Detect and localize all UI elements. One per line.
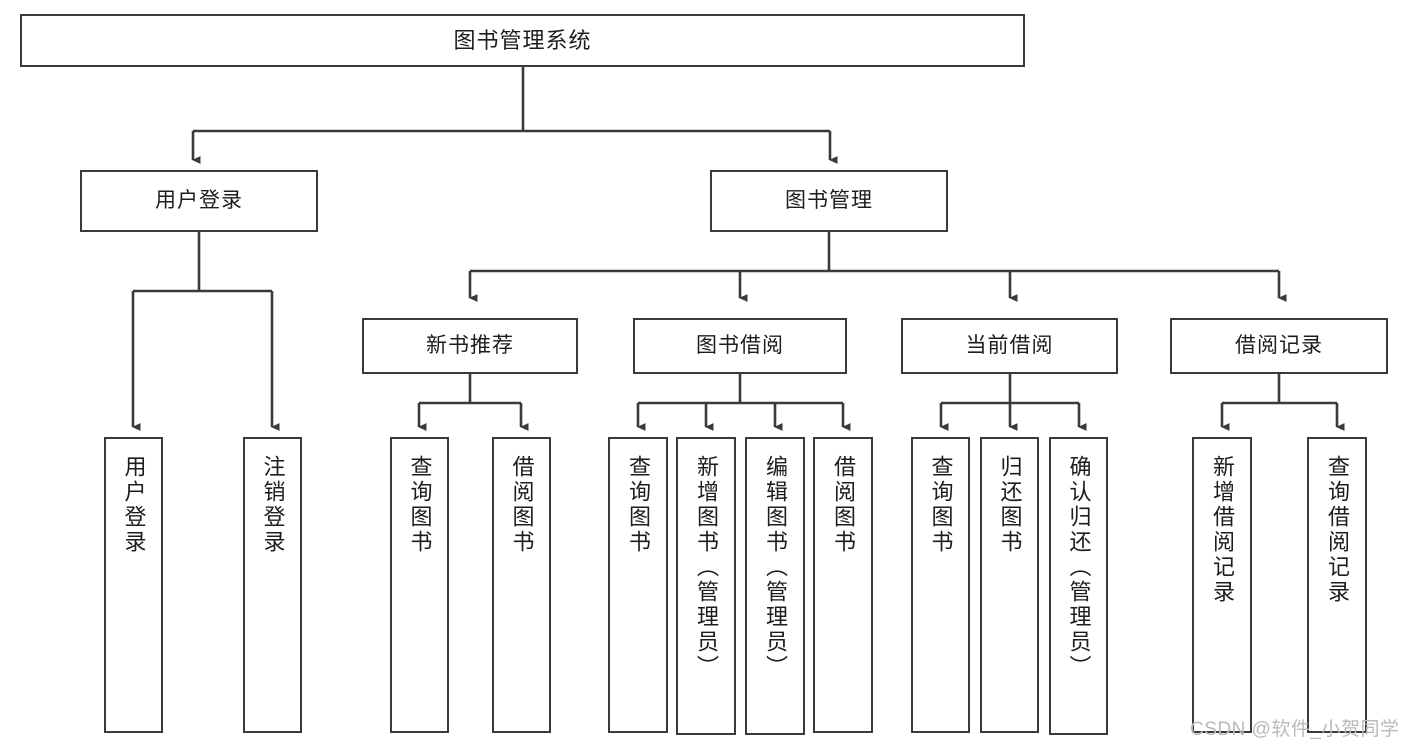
node-label: 图书管理 <box>785 188 873 212</box>
leaf-query-book-3[interactable]: 查询图书 <box>911 437 970 733</box>
node-label: 新增图书（管理员） <box>694 455 719 680</box>
node-book-manage[interactable]: 图书管理 <box>710 170 948 232</box>
node-label: 图书借阅 <box>696 333 784 357</box>
leaf-add-book[interactable]: 新增图书（管理员） <box>676 437 736 735</box>
leaf-query-book-2[interactable]: 查询图书 <box>608 437 668 733</box>
leaf-return-book[interactable]: 归还图书 <box>980 437 1039 733</box>
leaf-borrow-book-2[interactable]: 借阅图书 <box>813 437 873 733</box>
node-label: 用户登录 <box>155 188 243 212</box>
leaf-query-book-1[interactable]: 查询图书 <box>390 437 449 733</box>
node-label: 借阅图书 <box>831 455 856 555</box>
node-label: 新增借阅记录 <box>1210 455 1235 605</box>
node-label: 注销登录 <box>260 455 286 555</box>
node-label: 借阅图书 <box>509 455 535 555</box>
leaf-query-record[interactable]: 查询借阅记录 <box>1307 437 1367 733</box>
node-borrow-record[interactable]: 借阅记录 <box>1170 318 1388 374</box>
node-label: 图书管理系统 <box>453 27 592 53</box>
leaf-logout-login[interactable]: 注销登录 <box>243 437 302 733</box>
node-label: 查询借阅记录 <box>1325 455 1350 605</box>
node-label: 借阅记录 <box>1235 333 1323 357</box>
node-user-login[interactable]: 用户登录 <box>80 170 318 232</box>
leaf-user-login[interactable]: 用户登录 <box>104 437 163 733</box>
leaf-borrow-book-1[interactable]: 借阅图书 <box>492 437 551 733</box>
node-label: 当前借阅 <box>965 333 1054 357</box>
leaf-add-record[interactable]: 新增借阅记录 <box>1192 437 1252 733</box>
node-label: 用户登录 <box>121 455 147 555</box>
node-label: 查询图书 <box>928 455 954 555</box>
node-new-book-recommend[interactable]: 新书推荐 <box>362 318 578 374</box>
node-label: 查询图书 <box>407 455 433 555</box>
node-current-borrow[interactable]: 当前借阅 <box>901 318 1118 374</box>
watermark-csdn: CSDN @软件_小贺同学 <box>1190 719 1400 740</box>
node-label: 新书推荐 <box>426 333 514 357</box>
leaf-confirm-return[interactable]: 确认归还（管理员） <box>1049 437 1108 735</box>
node-label: 编辑图书（管理员） <box>763 455 788 680</box>
node-root-book-management-system[interactable]: 图书管理系统 <box>20 14 1025 67</box>
node-label: 确认归还（管理员） <box>1066 455 1092 680</box>
node-book-borrow[interactable]: 图书借阅 <box>633 318 847 374</box>
node-label: 查询图书 <box>626 455 651 555</box>
node-label: 归还图书 <box>997 455 1023 555</box>
leaf-edit-book[interactable]: 编辑图书（管理员） <box>745 437 805 735</box>
